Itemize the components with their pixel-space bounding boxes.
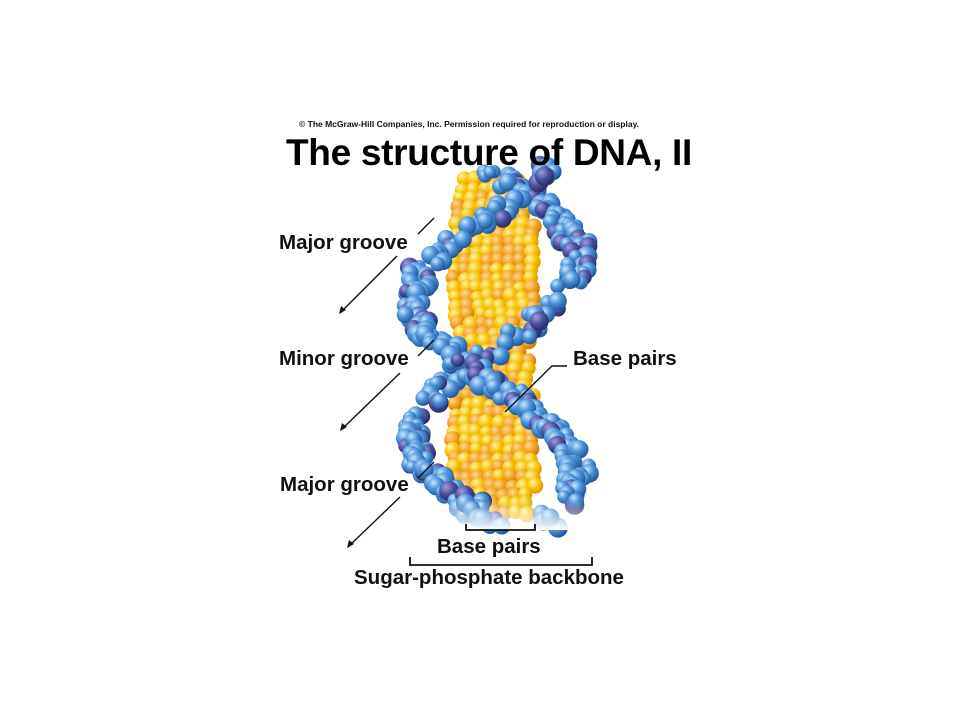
base-atom xyxy=(512,252,527,267)
base-atom xyxy=(469,234,486,251)
base-atom xyxy=(502,468,518,484)
label-minor-groove: Minor groove xyxy=(279,347,409,370)
base-atom xyxy=(522,440,540,457)
pointer-lines xyxy=(339,217,567,548)
backbone-atom xyxy=(548,291,567,311)
page-title: The structure of DNA, II xyxy=(286,132,692,173)
copyright-notice: © The McGraw-Hill Companies, Inc. Permis… xyxy=(299,119,640,129)
backbone-atom xyxy=(476,212,494,230)
sugar-phosphate-backbone xyxy=(396,155,599,538)
base-atom xyxy=(477,414,495,431)
backbone-atom xyxy=(458,216,477,235)
base-atom xyxy=(489,440,506,457)
backbone-atom xyxy=(529,311,549,331)
label-major-groove-top: Major groove xyxy=(279,231,408,254)
backbone-atom xyxy=(485,378,503,396)
backbone-atom xyxy=(430,256,446,272)
label-sugar-phosphate-backbone: Sugar-phosphate backbone xyxy=(354,566,624,589)
backbone-atom xyxy=(522,329,538,345)
backbone-atom xyxy=(453,230,472,249)
label-major-groove-bottom: Major groove xyxy=(280,473,409,496)
base-atom xyxy=(447,396,463,411)
backbone-atom xyxy=(491,347,510,366)
base-atom xyxy=(527,477,544,494)
backbone-atom xyxy=(493,209,512,228)
label-base-pairs-bottom: Base pairs xyxy=(437,535,541,558)
backbone-atom xyxy=(563,270,581,289)
backbone-atom xyxy=(496,333,514,352)
pointer-arrowheads xyxy=(339,306,354,548)
backbone-atom xyxy=(415,390,431,406)
backbone-atom xyxy=(483,165,497,179)
backbone-atom xyxy=(569,440,589,459)
backbone-atom xyxy=(396,306,414,324)
backbone-bracket xyxy=(409,557,593,566)
backbone-atom xyxy=(498,173,517,192)
backbone-atom xyxy=(550,278,565,294)
backbone-atom xyxy=(450,353,465,367)
backbone-atom xyxy=(432,393,448,409)
backbone-atom xyxy=(534,166,555,186)
label-base-pairs-right: Base pairs xyxy=(573,347,677,370)
base-pairs-bracket xyxy=(465,524,536,531)
